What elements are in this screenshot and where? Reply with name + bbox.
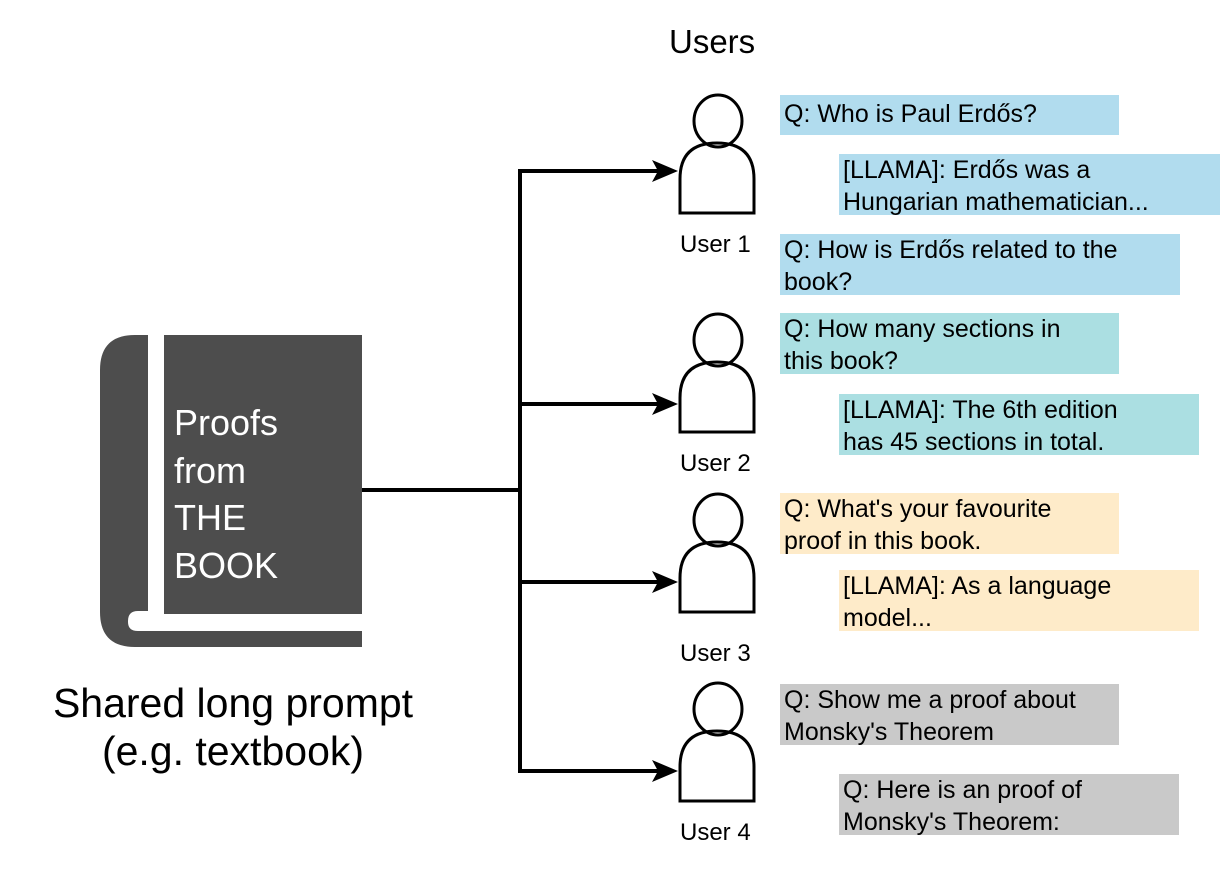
user-icon	[678, 312, 756, 434]
message-bubble-user-3-answer: [LLAMA]: As a language model...	[839, 570, 1199, 632]
users-title: Users	[669, 23, 756, 60]
book-title-line: THE	[174, 497, 246, 538]
user-label-2: User 2	[680, 450, 751, 477]
book-icon	[100, 335, 362, 647]
message-bubble-user-4-question: Q: Show me a proof about Monsky's Theore…	[780, 684, 1119, 746]
arrow-heads	[652, 160, 678, 782]
message-line: model...	[843, 604, 932, 632]
message-bubble-user-2-question: Q: How many sections in this book?	[780, 313, 1119, 375]
message-line: Q: What's your favourite	[784, 495, 1052, 523]
message-line: proof in this book.	[784, 527, 982, 555]
user-label-4: User 4	[680, 819, 751, 846]
message-line: Q: How many sections in	[784, 315, 1061, 343]
message-line: [LLAMA]: As a language	[843, 572, 1112, 600]
book-cover	[164, 335, 362, 614]
message-line: Hungarian mathematician...	[843, 188, 1149, 216]
user-icon	[678, 93, 756, 215]
shared-prompt-caption: Shared long prompt (e.g. textbook)	[0, 679, 466, 775]
message-bubble-user-4-answer: Q: Here is an proof of Monsky's Theorem:	[839, 774, 1179, 836]
book-title-line: Proofs	[174, 402, 279, 443]
message-line: Q: Who is Paul Erdős?	[784, 100, 1037, 128]
message-line: Q: Show me a proof about	[784, 686, 1076, 714]
book-title-line: BOOK	[174, 544, 279, 586]
connector-lines	[362, 169, 658, 773]
message-line: Q: How is Erdős related to the	[784, 236, 1118, 264]
message-line: [LLAMA]: The 6th edition	[843, 396, 1118, 424]
user-icon	[678, 492, 756, 614]
message-line: this book?	[784, 347, 898, 375]
message-line: has 45 sections in total.	[843, 428, 1105, 456]
message-bubble-user-1-answer: [LLAMA]: Erdős was a Hungarian mathemati…	[839, 154, 1220, 216]
caption-line: Shared long prompt	[52, 680, 414, 726]
arrow-head-user-2	[652, 393, 678, 415]
message-bubble-user-2-answer: [LLAMA]: The 6th edition has 45 sections…	[839, 394, 1199, 456]
message-line: book?	[784, 268, 853, 296]
message-line: [LLAMA]: Erdős was a	[843, 156, 1091, 184]
message-bubble-user-1-followup: Q: How is Erdős related to the book?	[780, 234, 1180, 296]
user-label-3: User 3	[680, 640, 751, 667]
user-icon	[678, 681, 756, 803]
message-bubble-user-1-question: Q: Who is Paul Erdős?	[780, 95, 1119, 135]
book-spine	[100, 335, 362, 647]
book-title: Proofs from THE BOOK	[174, 399, 344, 589]
caption-line: (e.g. textbook)	[101, 728, 365, 774]
user-label-1: User 1	[680, 231, 751, 258]
message-line: Monsky's Theorem:	[843, 808, 1060, 836]
arrow-head-user-3	[652, 571, 678, 593]
arrow-head-user-1	[652, 160, 678, 182]
book-title-line: from	[174, 449, 246, 491]
arrow-head-user-4	[652, 760, 678, 782]
message-line: Q: Here is an proof of	[843, 776, 1083, 804]
message-bubble-user-3-question: Q: What's your favourite proof in this b…	[780, 493, 1119, 555]
message-line: Monsky's Theorem	[784, 718, 994, 746]
